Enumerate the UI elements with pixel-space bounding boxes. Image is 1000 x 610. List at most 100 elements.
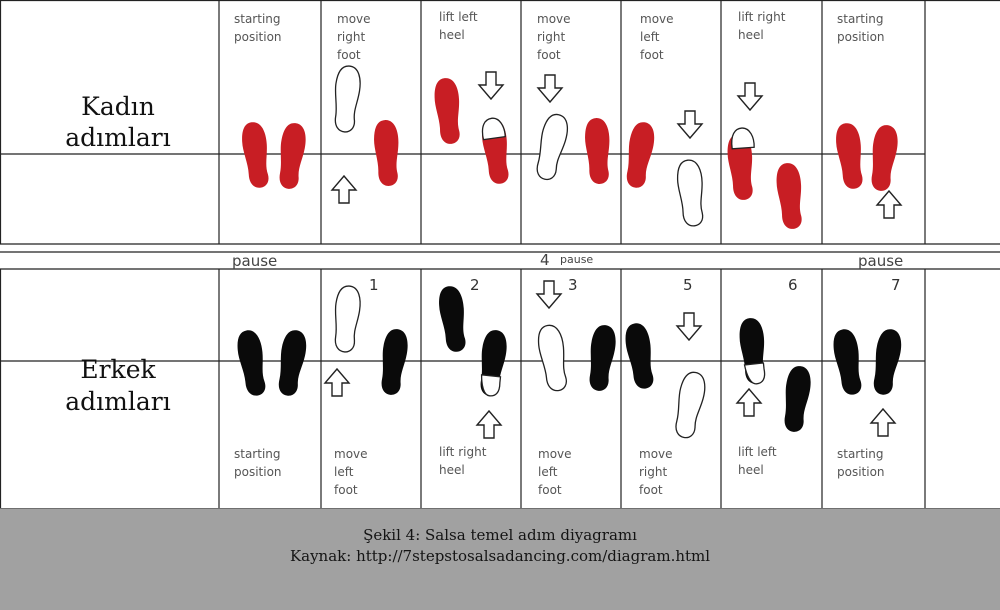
arrow-up-icon — [737, 389, 761, 416]
svg-text:lift right: lift right — [439, 445, 487, 459]
heel-raised-footprint-icon — [731, 127, 755, 149]
svg-text:heel: heel — [439, 463, 465, 477]
arrow-down-icon — [678, 111, 702, 138]
footprint-icon — [433, 77, 464, 145]
outline-footprint-icon — [533, 112, 571, 182]
men-step-7-label: starting position — [837, 447, 885, 479]
men-step-5-label: move right foot — [639, 447, 673, 497]
svg-text:position: position — [234, 465, 282, 479]
outline-footprint-icon — [672, 370, 707, 439]
women-step-4-label: move right foot — [537, 12, 571, 62]
beat-number-6: 6 — [788, 276, 798, 294]
men-step-4-label: move left foot — [538, 447, 572, 497]
svg-text:left: left — [334, 465, 354, 479]
svg-text:move: move — [538, 447, 572, 461]
women-panel: Kadın adımları starting position move ri… — [0, 0, 1000, 244]
outline-footprint-icon — [332, 285, 361, 353]
caption-title: Şekil 4: Salsa temel adım diyagramı — [0, 525, 1000, 546]
svg-text:move: move — [639, 447, 673, 461]
beat-number-5: 5 — [683, 276, 693, 294]
svg-text:position: position — [837, 465, 885, 479]
outline-footprint-icon — [535, 323, 570, 392]
footprint-icon — [830, 327, 865, 396]
outline-footprint-icon — [676, 159, 707, 227]
footprint-icon — [870, 328, 903, 397]
men-step-6-label: lift left heel — [738, 445, 777, 477]
footprint-icon — [775, 162, 806, 230]
footprint-icon — [378, 328, 409, 396]
women-step-7-label: starting position — [837, 12, 885, 44]
svg-text:foot: foot — [639, 483, 663, 497]
arrow-up-icon — [871, 409, 895, 436]
svg-text:left: left — [640, 30, 660, 44]
svg-text:starting: starting — [837, 12, 884, 26]
women-title-line1: Kadın — [81, 92, 155, 121]
footprint-icon — [622, 321, 657, 390]
footprint-icon — [834, 122, 867, 191]
svg-text:starting: starting — [234, 12, 281, 26]
footprint-icon — [781, 365, 812, 433]
heel-raised-footprint-icon — [480, 117, 513, 186]
arrow-down-icon — [479, 72, 503, 99]
women-step-6-label: lift right heel — [738, 10, 786, 42]
svg-text:right: right — [337, 30, 365, 44]
svg-text:foot: foot — [538, 483, 562, 497]
svg-text:move: move — [334, 447, 368, 461]
svg-text:foot: foot — [337, 48, 361, 62]
arrow-down-icon — [677, 313, 701, 340]
footprint-icon — [437, 285, 470, 354]
svg-text:move: move — [640, 12, 674, 26]
pause-label-left: pause — [232, 252, 277, 270]
beat-number-2: 2 — [470, 276, 480, 294]
footprint-icon — [868, 124, 899, 192]
pause-label-center: pause — [560, 253, 593, 266]
footprint-icon — [234, 328, 269, 397]
women-title-line2: adımları — [65, 123, 170, 152]
footprint-icon — [586, 324, 617, 392]
figure-caption: Şekil 4: Salsa temel adım diyagramı Kayn… — [0, 508, 1000, 610]
svg-text:right: right — [639, 465, 667, 479]
beat-number-4: 4 — [540, 251, 550, 269]
footprint-icon — [623, 121, 656, 190]
arrow-up-icon — [325, 369, 349, 396]
svg-text:heel: heel — [439, 28, 465, 42]
beat-number-3: 3 — [568, 276, 578, 294]
arrow-up-icon — [477, 411, 501, 438]
pause-label-right: pause — [858, 252, 903, 270]
svg-text:foot: foot — [537, 48, 561, 62]
footprint-icon — [240, 121, 273, 190]
men-step-1-label: starting position — [234, 447, 282, 479]
beat-number-7: 7 — [891, 276, 901, 294]
svg-text:lift left: lift left — [439, 10, 478, 24]
svg-text:right: right — [537, 30, 565, 44]
women-step-1-label: starting position — [234, 12, 282, 44]
men-panel: Erkek adımları 1 2 3 5 6 7 starting posi… — [0, 269, 925, 508]
svg-text:foot: foot — [334, 483, 358, 497]
svg-text:starting: starting — [837, 447, 884, 461]
arrow-down-icon — [537, 281, 561, 308]
svg-text:position: position — [234, 30, 282, 44]
svg-text:starting: starting — [234, 447, 281, 461]
men-step-3-label: lift right heel — [439, 445, 487, 477]
footprint-icon — [276, 122, 307, 190]
heel-raised-footprint-icon — [738, 317, 769, 385]
men-title-line1: Erkek — [80, 355, 156, 384]
svg-text:position: position — [837, 30, 885, 44]
svg-text:heel: heel — [738, 28, 764, 42]
svg-text:heel: heel — [738, 463, 764, 477]
women-step-3-label: lift left heel — [439, 10, 478, 42]
arrow-down-icon — [738, 83, 762, 110]
men-title-line2: adımları — [65, 387, 170, 416]
footprint-icon — [275, 329, 308, 398]
arrow-up-icon — [332, 176, 356, 203]
caption-source: Kaynak: http://7stepstosalsadancing.com/… — [0, 546, 1000, 567]
heel-raised-footprint-icon — [477, 329, 508, 397]
svg-text:move: move — [337, 12, 371, 26]
outline-footprint-icon — [332, 65, 361, 133]
svg-text:lift left: lift left — [738, 445, 777, 459]
svg-text:foot: foot — [640, 48, 664, 62]
beat-number-1: 1 — [369, 276, 379, 294]
svg-text:left: left — [538, 465, 558, 479]
arrow-up-icon — [877, 191, 901, 218]
footprint-icon — [584, 117, 613, 185]
